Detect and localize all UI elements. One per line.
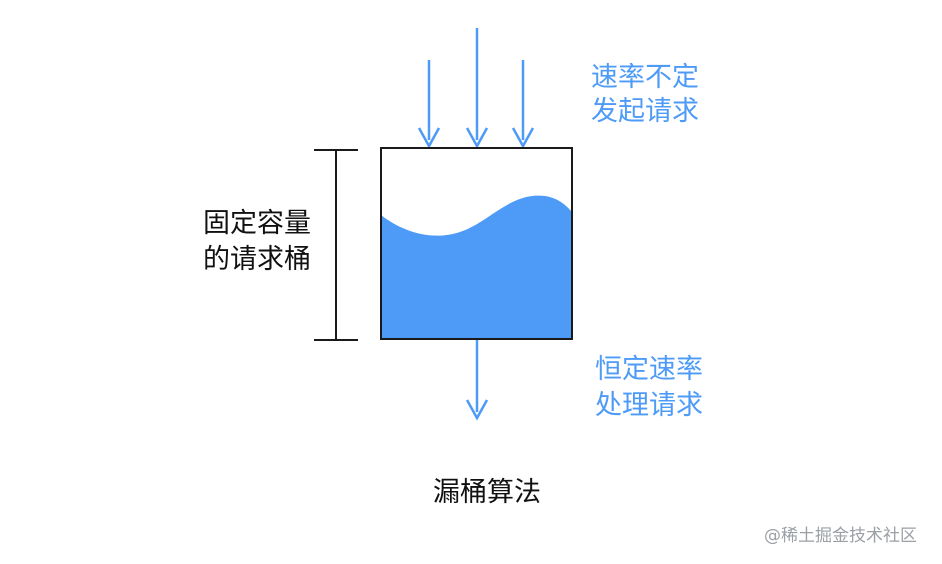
diagram-title: 漏桶算法 bbox=[433, 477, 541, 508]
incoming-arrow-middle-head bbox=[465, 127, 489, 149]
capacity-bracket bbox=[314, 149, 358, 341]
bucket-outline bbox=[380, 147, 573, 340]
bucket-water bbox=[381, 195, 572, 339]
watermark: @稀土掘金技术社区 bbox=[764, 526, 917, 546]
outgoing-arrow bbox=[465, 340, 489, 421]
outgoing-label-line1: 恒定速率 bbox=[595, 354, 703, 385]
incoming-label-line1: 速率不定 bbox=[591, 62, 699, 93]
outgoing-arrow-head bbox=[465, 399, 489, 421]
outgoing-label-line2: 处理请求 bbox=[595, 390, 703, 421]
incoming-arrow-left-head bbox=[417, 127, 441, 149]
bucket-label-line2: 的请求桶 bbox=[203, 244, 311, 275]
incoming-arrow-right-head bbox=[511, 127, 535, 149]
bucket-label-line1: 固定容量 bbox=[203, 208, 311, 239]
incoming-arrows bbox=[417, 28, 535, 149]
incoming-label-line2: 发起请求 bbox=[591, 96, 699, 127]
